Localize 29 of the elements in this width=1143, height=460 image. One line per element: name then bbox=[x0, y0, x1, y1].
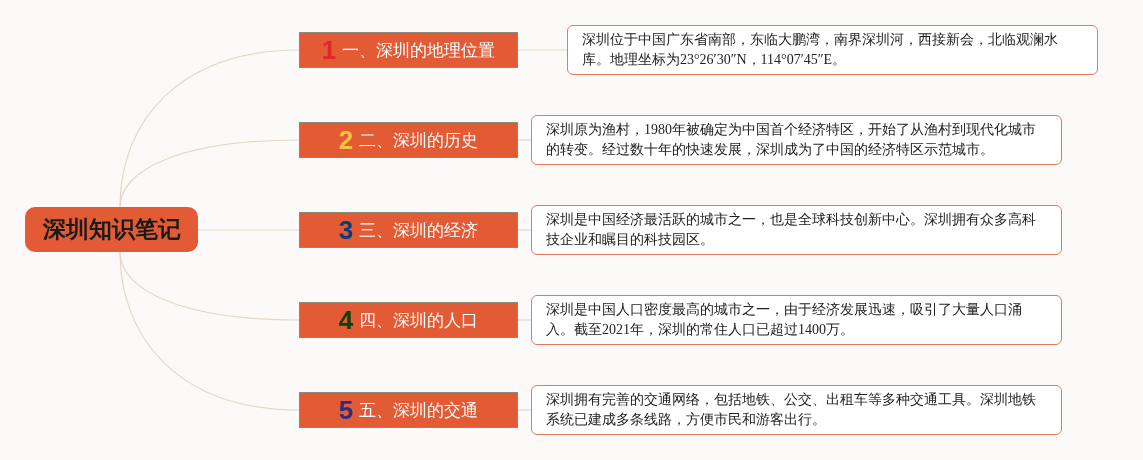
topic-label: 五、深圳的交通 bbox=[359, 398, 479, 422]
note-text: 深圳是中国人口密度最高的城市之一，由于经济发展迅速，吸引了大量人口涌入。截至2021年，深圳的常住人口已超过1400万。 bbox=[546, 301, 1023, 339]
central-topic-box bbox=[25, 207, 198, 252]
note-box bbox=[531, 295, 1062, 345]
topic-box bbox=[299, 32, 518, 68]
note-text: 深圳拥有完善的交通网络，包括地铁、公交、出租车等多种交通工具。深圳地铁系统已建成多条线路，方便市民和游客出行。 bbox=[546, 391, 1037, 429]
note-text: 深圳是中国经济最活跃的城市之一，也是全球科技创新中心。深圳拥有众多高科技企业和瞩目的科技园区。 bbox=[546, 211, 1037, 249]
note-box bbox=[531, 385, 1062, 435]
note-text: 深圳位于中国广东省南部，东临大鹏湾，南界深圳河，西接新会，北临观澜水库。地理坐标为23°26′30″N，114°07′45″E。 bbox=[582, 31, 1059, 69]
topic-box bbox=[299, 302, 518, 338]
topic-box bbox=[299, 212, 518, 248]
note-text: 深圳原为渔村，1980年被确定为中国首个经济特区，开始了从渔村到现代化城市的转变。经过数十年的快速发展，深圳成为了中国的经济特区示范城市。 bbox=[546, 121, 1037, 159]
title-text: 深圳知识笔记 bbox=[42, 215, 181, 244]
number-label: 4 bbox=[338, 304, 354, 336]
note-box bbox=[531, 115, 1062, 165]
connector-line bbox=[119, 251, 300, 411]
topic-label: 一、深圳的地理位置 bbox=[342, 38, 496, 62]
connector-line bbox=[119, 139, 300, 208]
note-box bbox=[531, 205, 1062, 255]
connector-line bbox=[119, 49, 300, 208]
number-label: 2 bbox=[338, 124, 354, 156]
note-box bbox=[567, 25, 1098, 75]
topic-box bbox=[299, 392, 518, 428]
topic-label: 四、深圳的人口 bbox=[359, 308, 479, 332]
topic-label: 三、深圳的经济 bbox=[359, 218, 479, 242]
topic-label: 二、深圳的历史 bbox=[359, 128, 479, 152]
number-label: 3 bbox=[338, 214, 354, 246]
topic-box bbox=[299, 122, 518, 158]
number-label: 5 bbox=[338, 394, 354, 426]
